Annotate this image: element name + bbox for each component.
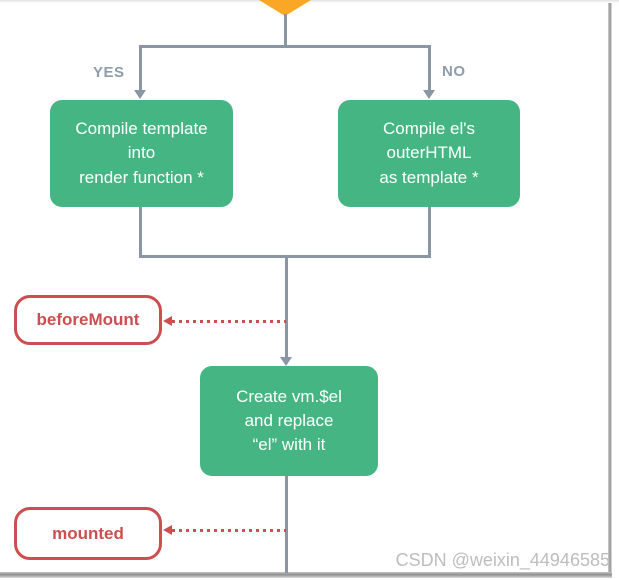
node-line: Compile el's — [382, 119, 476, 139]
arrowhead-down-icon — [423, 90, 435, 99]
node-line: into — [127, 143, 156, 163]
hook-beforemount: beforeMount — [14, 295, 162, 345]
node-compile-template: Compile template into render function * — [50, 100, 233, 207]
node-line: and replace — [244, 410, 334, 430]
arrowhead-left-icon — [163, 316, 172, 326]
hook-label: mounted — [52, 523, 124, 543]
arrowhead-down-icon — [134, 90, 146, 99]
bottom-edge-shadow — [0, 572, 612, 578]
connector-no-merge — [428, 207, 431, 258]
connector-diamond-stem — [284, 14, 287, 47]
node-line: Create vm.$el — [236, 386, 342, 406]
watermark: CSDN @weixin_44946585 — [395, 550, 610, 570]
hook-mounted: mounted — [14, 507, 162, 560]
node-create-vm-el: Create vm.$el and replace “el” with it — [200, 366, 378, 476]
connector-yes-merge — [139, 207, 142, 258]
arrowhead-left-icon — [163, 525, 172, 535]
branch-label-no: NO — [442, 63, 466, 80]
decision-diamond-tip — [259, 0, 311, 16]
branch-label-yes: YES — [93, 64, 125, 81]
hook-connector-beforemount — [172, 320, 286, 323]
node-line: render function * — [79, 167, 204, 187]
connector-no-drop — [428, 45, 431, 91]
node-line: “el” with it — [252, 435, 326, 455]
node-compile-outerhtml: Compile el's outerHTML as template * — [338, 100, 520, 207]
hook-connector-mounted — [172, 529, 286, 532]
connector-yes-drop — [139, 45, 142, 91]
node-line: Compile template — [75, 119, 208, 139]
node-line: outerHTML — [386, 143, 472, 163]
connector-bottom-drop — [285, 476, 288, 573]
hook-label: beforeMount — [36, 310, 140, 329]
arrowhead-down-icon — [280, 357, 292, 366]
node-line: as template * — [379, 167, 479, 187]
connector-center-drop — [285, 255, 288, 357]
connector-branch-top — [139, 45, 431, 48]
right-edge-shadow — [608, 3, 612, 573]
